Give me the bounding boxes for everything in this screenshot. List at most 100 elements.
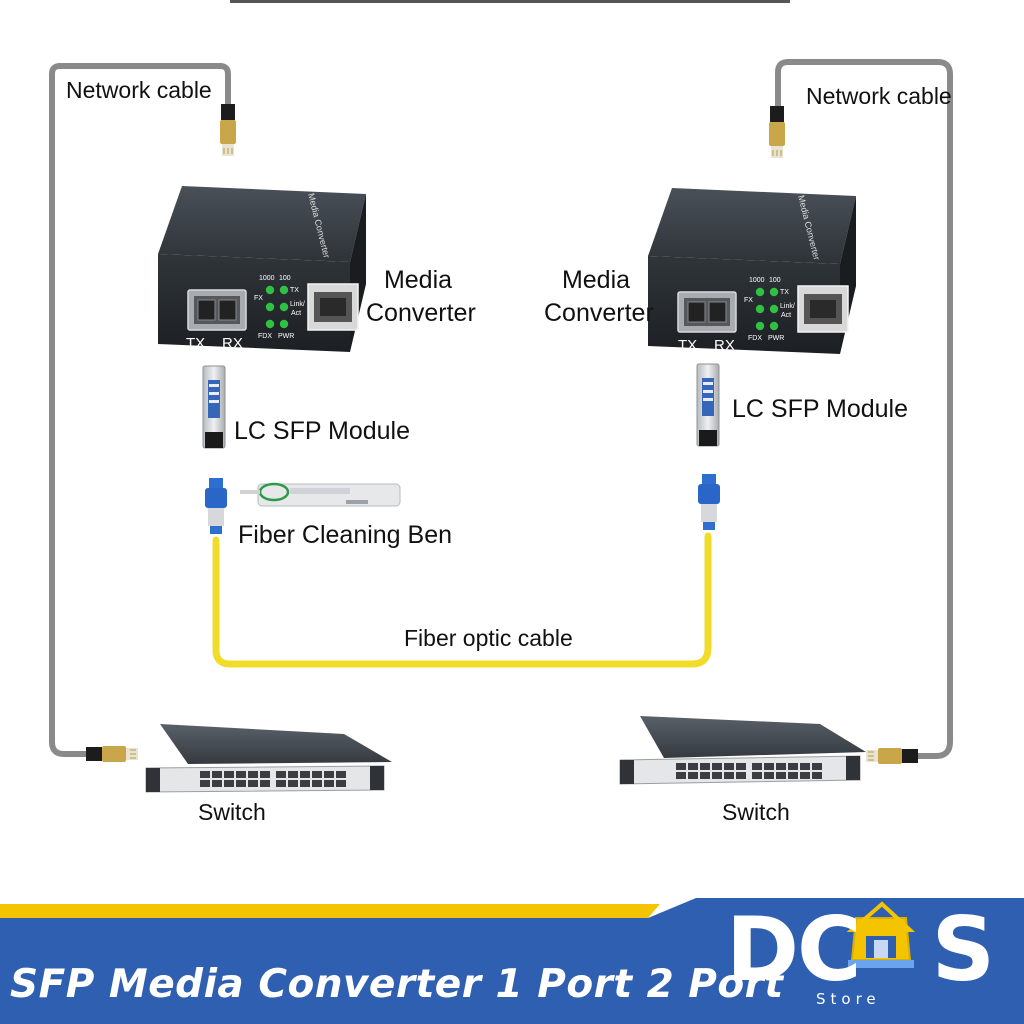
rj45-plug-right-bottom — [865, 747, 919, 765]
mc-left-led-tx: TX — [290, 287, 299, 294]
label-switch-left: Switch — [198, 799, 266, 825]
banner-title: SFP Media Converter 1 Port 2 Port — [10, 962, 784, 1007]
label-switch-right: Switch — [722, 799, 790, 825]
switch-port — [288, 771, 298, 778]
switch-port — [712, 772, 722, 779]
switch-port — [700, 763, 710, 770]
rj45-plug-left-bottom — [85, 745, 139, 763]
switch-port — [800, 763, 810, 770]
switch-port — [236, 780, 246, 787]
banner-blue — [0, 898, 1024, 1024]
switch-port — [712, 763, 722, 770]
switch-port — [324, 771, 334, 778]
switch-port — [276, 771, 286, 778]
label-media-converter-right: Media Converter — [544, 266, 654, 327]
switch-port — [260, 771, 270, 778]
network-cable-left — [49, 63, 231, 757]
sfp-module-left — [202, 365, 226, 449]
switch-port — [312, 771, 322, 778]
lc-connector-right — [698, 474, 720, 530]
switch-port — [724, 772, 734, 779]
switch-port — [788, 772, 798, 779]
network-cable-right — [775, 59, 953, 759]
switch-port — [776, 772, 786, 779]
mc-left-led-1000: 1000 — [259, 275, 275, 282]
label-network-cable-right: Network cable — [806, 83, 952, 109]
switch-port — [688, 772, 698, 779]
switch-port — [776, 763, 786, 770]
brand-store: Store — [816, 990, 881, 1008]
switch-port — [212, 771, 222, 778]
switch-port — [752, 763, 762, 770]
label-sfp-module-right: LC SFP Module — [732, 395, 909, 423]
mc-left-led-link: Link/ — [290, 301, 305, 308]
switch-port — [224, 780, 234, 787]
mc-right-led-act: Act — [781, 312, 791, 319]
switch-port — [676, 763, 686, 770]
rj45-plug-left-top — [219, 103, 237, 157]
mc-left-led-fx: FX — [254, 295, 263, 302]
label-media-converter-left: Media Converter — [366, 266, 476, 327]
fiber-optic-cable — [212, 532, 712, 668]
switch-port — [812, 763, 822, 770]
mc-right-led-fx: FX — [744, 297, 753, 304]
switch-port — [764, 772, 774, 779]
switch-port — [276, 780, 286, 787]
switch-port — [700, 772, 710, 779]
switch-port — [336, 780, 346, 787]
mc-left-led-100: 100 — [279, 275, 291, 282]
media-converter-right — [647, 187, 857, 355]
brand-right: S — [931, 898, 995, 1001]
switch-port — [248, 771, 258, 778]
mc-right-led-pwr: PWR — [768, 335, 784, 342]
label-fiber-optic-cable: Fiber optic cable — [404, 625, 573, 651]
switch-port — [752, 772, 762, 779]
mc-left-rx: RX — [222, 335, 243, 352]
switch-port — [812, 772, 822, 779]
switch-port — [676, 772, 686, 779]
mc-left-led-fdx: FDX — [258, 333, 272, 340]
switch-port — [764, 763, 774, 770]
mc-left-led-act: Act — [291, 310, 301, 317]
sfp-module-right — [696, 363, 720, 447]
switch-port — [236, 771, 246, 778]
mc-right-rx: RX — [714, 337, 735, 354]
mc-right-led-1000: 1000 — [749, 277, 765, 284]
switch-port — [724, 763, 734, 770]
switch-port — [800, 772, 810, 779]
brand-left: DC — [726, 898, 862, 1001]
switch-port — [788, 763, 798, 770]
switch-port — [260, 780, 270, 787]
mc-left-tx: TX — [186, 335, 205, 352]
switch-ports — [200, 763, 822, 787]
switch-port — [200, 780, 210, 787]
mc-right-led-100: 100 — [769, 277, 781, 284]
label-sfp-module-left: LC SFP Module — [234, 417, 411, 445]
switch-port — [224, 771, 234, 778]
lc-connector-left — [205, 478, 227, 534]
fiber-cleaning-pen — [240, 482, 401, 507]
switch-port — [300, 780, 310, 787]
switch-port — [312, 780, 322, 787]
mc-left-led-pwr: PWR — [278, 333, 294, 340]
switch-port — [324, 780, 334, 787]
switch-port — [688, 763, 698, 770]
store-house-icon — [846, 901, 916, 968]
switch-port — [736, 763, 746, 770]
label-network-cable-left: Network cable — [66, 77, 212, 103]
switch-port — [336, 771, 346, 778]
switch-port — [736, 772, 746, 779]
mc-right-led-tx: TX — [780, 289, 789, 296]
rj45-plug-right-top — [768, 105, 786, 159]
banner-yellow-stripe — [0, 904, 660, 918]
switch-port — [288, 780, 298, 787]
label-fiber-cleaning: Fiber Cleaning Ben — [238, 521, 453, 549]
switch-port — [200, 771, 210, 778]
switch-port — [212, 780, 222, 787]
switch-port — [248, 780, 258, 787]
media-converter-left — [157, 185, 367, 353]
switch-port — [300, 771, 310, 778]
mc-right-led-fdx: FDX — [748, 335, 762, 342]
